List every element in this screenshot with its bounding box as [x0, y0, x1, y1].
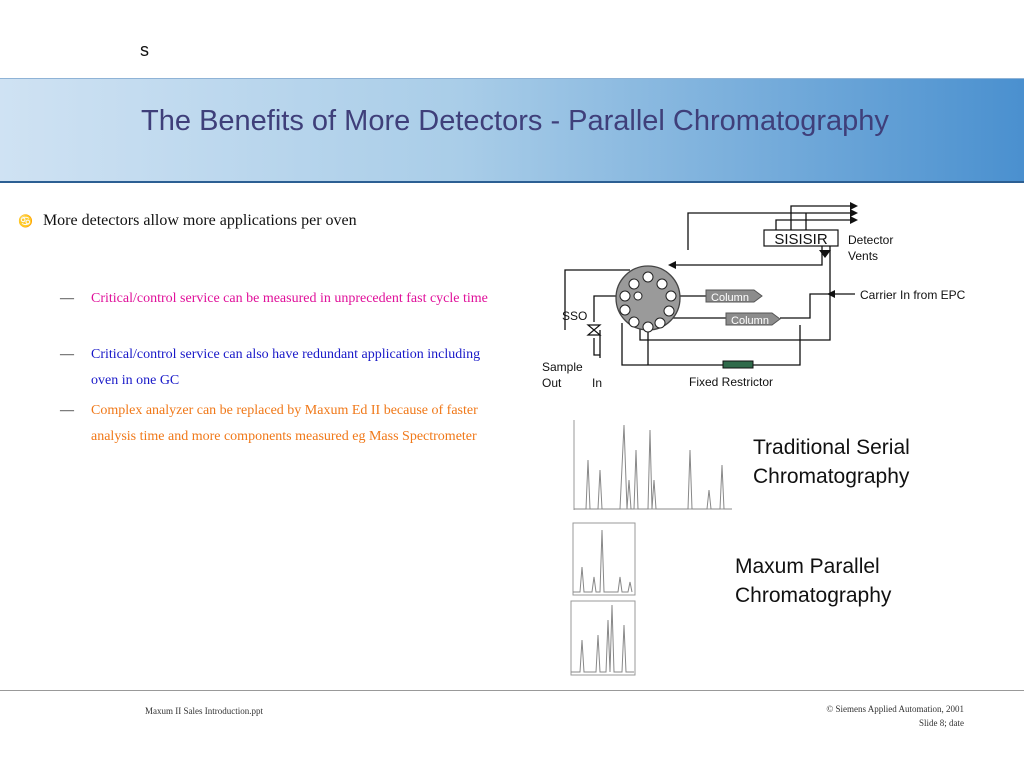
caption-traditional: Traditional Serial Chromatography	[753, 436, 910, 488]
company-logo-text: s	[140, 40, 149, 60]
caption-parallel: Maxum Parallel Chromatography	[735, 555, 892, 607]
bullet-main: ♋ More detectors allow more applications …	[18, 212, 357, 230]
footer-slide-number: Slide 8; date	[919, 718, 964, 728]
dash-icon: —	[60, 291, 74, 306]
dash-icon: —	[60, 403, 74, 418]
sub-bullet-3-text: Complex analyzer can be replaced by Maxu…	[91, 403, 478, 444]
sample-out-label: Sample Out	[542, 360, 583, 390]
bullet-main-text: More detectors allow more applications p…	[42, 212, 357, 229]
sub-bullet-3: — Complex analyzer can be replaced by Ma…	[60, 398, 500, 450]
column-1-label: Column	[711, 292, 749, 304]
footer-filename: Maxum II Sales Introduction.ppt	[145, 706, 263, 716]
sub-bullet-1: — Critical/control service can be measur…	[60, 286, 500, 312]
sub-bullet-2-text: Critical/control service can also have r…	[91, 347, 481, 388]
sample-in-label: In	[592, 376, 603, 390]
column-2-label: Column	[731, 315, 769, 327]
bullet-glyph-icon: ♋	[18, 214, 33, 228]
chromatogram-parallel-1	[572, 522, 636, 596]
fixed-restrictor-label: Fixed Restrictor	[689, 375, 774, 389]
dash-icon: —	[60, 347, 74, 362]
gc-valve-diagram: SISISIR Column Column	[564, 202, 858, 369]
sub-bullet-1-text: Critical/control service can be measured…	[91, 291, 488, 306]
footer-divider	[0, 690, 1024, 691]
title-banner	[0, 78, 1024, 183]
chromatogram-traditional	[573, 420, 732, 510]
slide-title: The Benefits of More Detectors - Paralle…	[141, 105, 889, 137]
detector-vents-label: Detector Vents	[848, 233, 894, 263]
sso-label: SSO	[562, 309, 588, 323]
carrier-in-label: Carrier In from EPC	[860, 288, 966, 302]
sub-bullet-2: — Critical/control service can also have…	[60, 342, 500, 394]
footer-copyright: © Siemens Applied Automation, 2001	[826, 704, 964, 714]
chromatogram-parallel-2	[570, 600, 636, 676]
detector-block-label: SISISIR	[774, 231, 828, 248]
